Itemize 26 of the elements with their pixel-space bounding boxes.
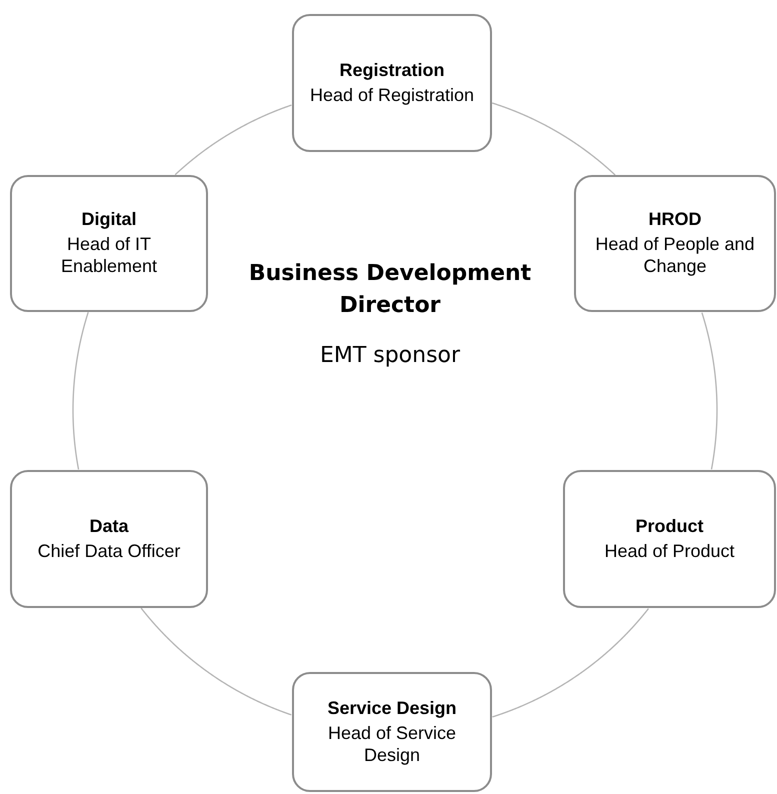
director-title: Business Development Director bbox=[248, 260, 532, 320]
connector-arc bbox=[701, 312, 718, 470]
role-box bbox=[292, 672, 492, 792]
connector-arc bbox=[174, 104, 292, 176]
role-title: Head of Product bbox=[604, 540, 735, 562]
team-name: HROD bbox=[648, 209, 702, 230]
role-title: Head of Registration bbox=[310, 84, 474, 106]
team-name: Digital bbox=[81, 209, 136, 230]
connector-arc bbox=[492, 608, 649, 718]
connector-arc bbox=[72, 312, 89, 470]
role-title: Head of Service Design bbox=[326, 722, 458, 766]
team-name: Product bbox=[635, 516, 704, 537]
role-box bbox=[563, 470, 776, 608]
team-name: Data bbox=[89, 516, 128, 537]
connector-arc bbox=[492, 102, 616, 176]
sponsor-role: EMT sponsor bbox=[318, 342, 462, 370]
role-box bbox=[10, 175, 208, 312]
role-box bbox=[574, 175, 776, 312]
team-name: Registration bbox=[339, 60, 444, 81]
role-title: Chief Data Officer bbox=[38, 540, 180, 562]
role-box bbox=[10, 470, 208, 608]
role-box bbox=[292, 14, 492, 152]
connector-arc bbox=[140, 608, 292, 716]
team-name: Service Design bbox=[327, 698, 457, 719]
role-title: Head of People and Change bbox=[594, 234, 756, 278]
role-title: Head of IT Enablement bbox=[60, 234, 158, 278]
